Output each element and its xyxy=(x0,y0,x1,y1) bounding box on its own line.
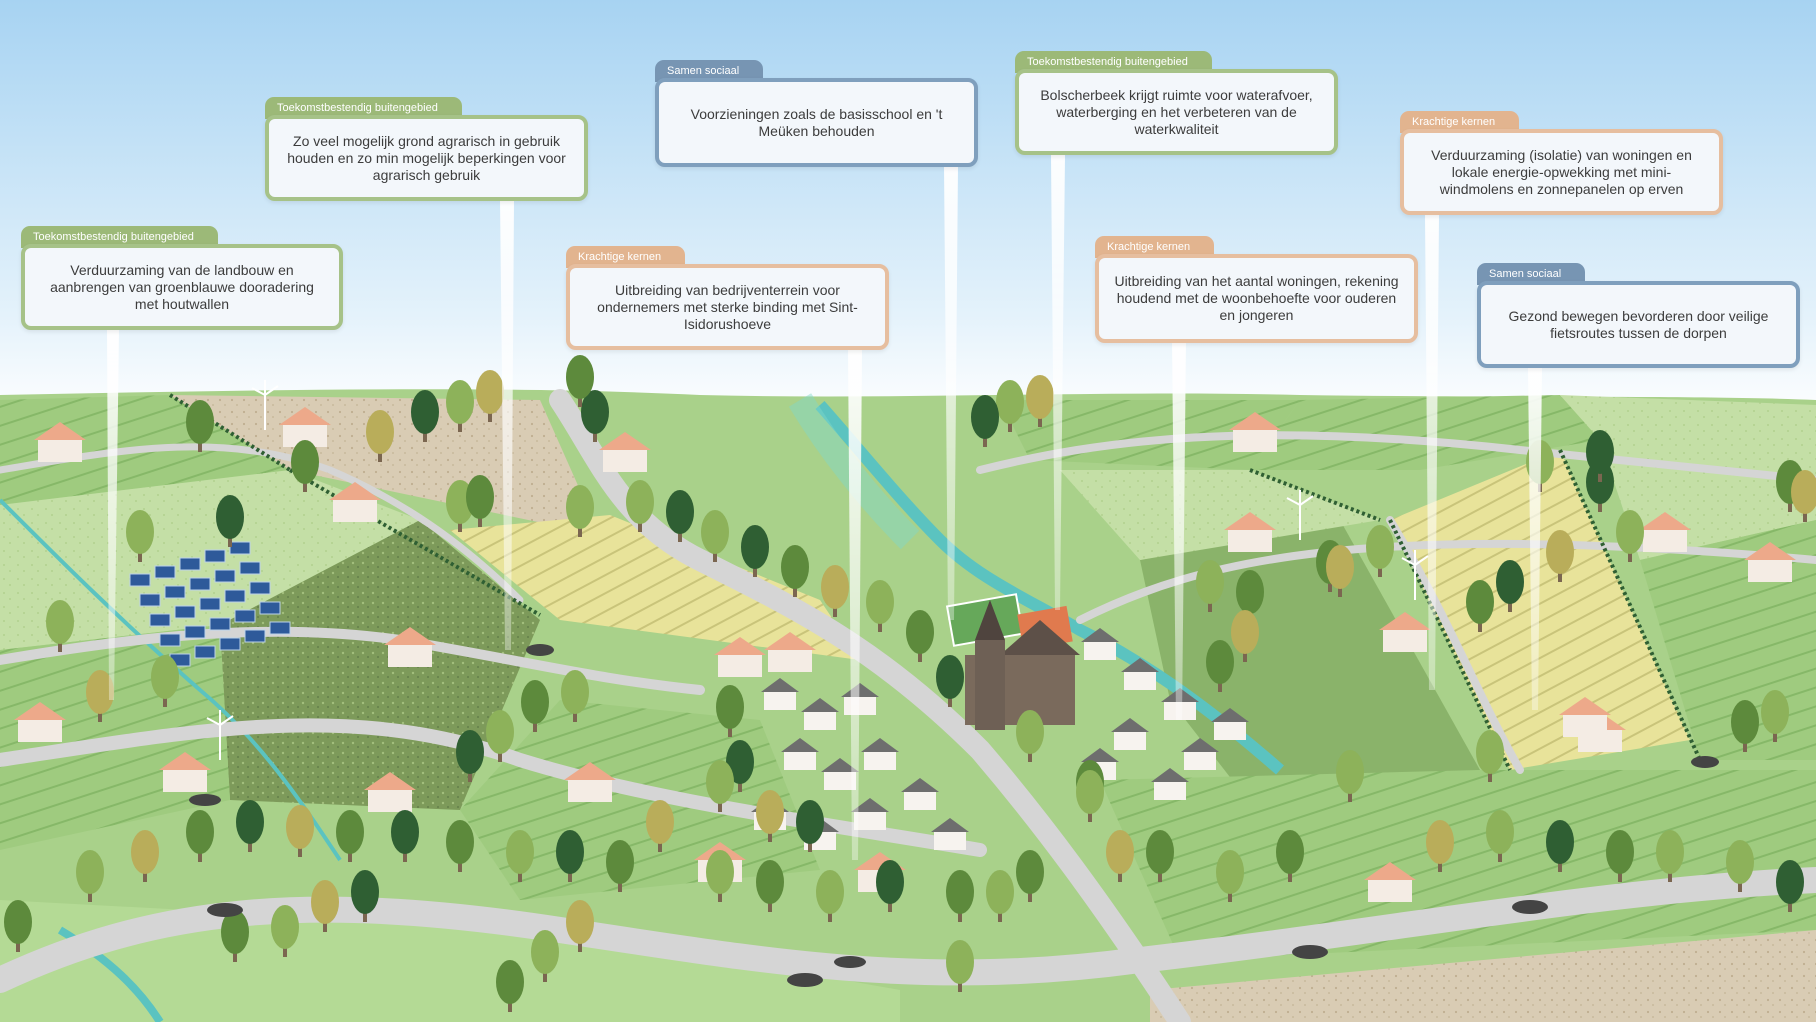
callout-box: Bolscherbeek krijgt ruimte voor waterafv… xyxy=(1015,69,1338,155)
callout-text: Uitbreiding van bedrijventerrein voor on… xyxy=(597,281,858,332)
callout-woningen: Krachtige kernen Uitbreiding van het aan… xyxy=(1095,236,1418,343)
callout-tag: Samen sociaal xyxy=(655,60,764,82)
callout-tag: Toekomstbestendig buitengebied xyxy=(265,97,462,119)
callout-box: Verduurzaming van de landbouw en aanbren… xyxy=(21,244,343,330)
callout-bolscherbeek: Toekomstbestendig buitengebied Bolscherb… xyxy=(1015,51,1338,155)
callout-landbouw: Toekomstbestendig buitengebied Verduurza… xyxy=(21,226,343,330)
callout-tag: Krachtige kernen xyxy=(1095,236,1215,258)
callout-tag: Samen sociaal xyxy=(1477,263,1586,285)
callout-tag: Toekomstbestendig buitengebied xyxy=(1015,51,1212,73)
callout-text: Bolscherbeek krijgt ruimte voor waterafv… xyxy=(1040,86,1313,137)
callout-text: Zo veel mogelijk grond agrarisch in gebr… xyxy=(287,132,566,183)
callout-tag: Toekomstbestendig buitengebied xyxy=(21,226,218,248)
callout-text: Voorzieningen zoals de basisschool en 't… xyxy=(690,105,943,139)
callout-bedrijventerrein: Krachtige kernen Uitbreiding van bedrijv… xyxy=(566,246,889,350)
callout-box: Zo veel mogelijk grond agrarisch in gebr… xyxy=(265,115,588,201)
callout-box: Uitbreiding van bedrijventerrein voor on… xyxy=(566,264,889,350)
callout-text: Uitbreiding van het aantal woningen, rek… xyxy=(1114,273,1399,323)
callout-box: Verduurzaming (isolatie) van woningen en… xyxy=(1400,129,1723,215)
callout-tag: Krachtige kernen xyxy=(566,246,686,268)
callout-agrarisch: Toekomstbestendig buitengebied Zo veel m… xyxy=(265,97,588,201)
callout-voorzieningen: Samen sociaal Voorzieningen zoals de bas… xyxy=(655,60,978,167)
callout-box: Uitbreiding van het aantal woningen, rek… xyxy=(1095,254,1418,343)
callout-tag: Krachtige kernen xyxy=(1400,111,1520,133)
callout-text: Verduurzaming van de landbouw en aanbren… xyxy=(50,261,314,312)
callout-text: Verduurzaming (isolatie) van woningen en… xyxy=(1431,146,1692,197)
callout-fietsroutes: Samen sociaal Gezond bewegen bevorderen … xyxy=(1477,263,1800,368)
callout-box: Voorzieningen zoals de basisschool en 't… xyxy=(655,78,978,167)
callout-text: Gezond bewegen bevorderen door veilige f… xyxy=(1508,307,1769,341)
callout-verduurzaming: Krachtige kernen Verduurzaming (isolatie… xyxy=(1400,111,1723,215)
callout-box: Gezond bewegen bevorderen door veilige f… xyxy=(1477,281,1800,368)
